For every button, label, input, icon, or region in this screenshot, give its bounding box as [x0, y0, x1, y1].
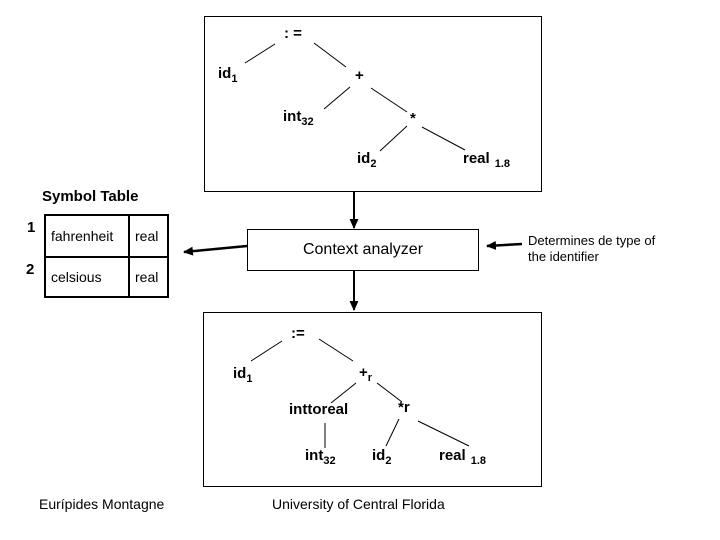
tree-node-id2: id2: [372, 447, 392, 468]
symbol-table-cell-type-1: real: [130, 216, 167, 258]
tree-edge: [417, 420, 470, 447]
footer-author: Eurípides Montagne: [39, 496, 165, 512]
tree-node-plus-r: +r: [359, 364, 373, 385]
tree-node-inttoreal: inttoreal: [289, 402, 348, 419]
tree-node-assign: :=: [291, 326, 305, 343]
symbol-table-row1-index: 1: [27, 219, 36, 236]
symbol-table-cell-name-1: fahrenheit: [46, 216, 130, 258]
node-main: real: [463, 150, 490, 167]
footer-institution: University of Central Florida: [272, 496, 445, 512]
annotation-line1: Determines de type of: [528, 233, 656, 248]
node-sub: r: [367, 372, 373, 384]
node-sub: 1.8: [494, 158, 510, 170]
tree-node-id2: id2: [357, 150, 377, 171]
symbol-table-cell-type-2: real: [135, 269, 159, 285]
symbol-table-row2-index: 2: [26, 261, 35, 278]
node-main: int: [305, 447, 324, 464]
node-main: id: [218, 65, 232, 82]
arrow-annotation-to-analyzer: [486, 240, 523, 250]
node-sub: 2: [385, 455, 392, 467]
node-main: id: [372, 447, 386, 464]
tree-edge: [244, 43, 276, 64]
node-main: id: [233, 365, 247, 382]
upper-tree-edges: [244, 42, 466, 152]
node-sub: 1.8: [470, 455, 486, 467]
tree-edge: [330, 382, 357, 404]
tree-edge: [421, 126, 466, 151]
node-main: +: [355, 67, 364, 84]
tree-edge: [385, 418, 400, 447]
symbol-table-title: Symbol Table: [42, 188, 139, 205]
node-main: *r: [398, 399, 410, 416]
node-sub: 1: [246, 373, 253, 385]
context-analyzer-box: Context analyzer: [247, 229, 479, 271]
tree-node-int32: int32: [283, 108, 314, 129]
tree-node-id1: id1: [233, 365, 253, 386]
tree-node-star: *: [410, 111, 416, 128]
symbol-table-cell-name-2: celsious: [46, 258, 130, 296]
node-main: inttoreal: [289, 401, 349, 418]
tree-node-plus: +: [355, 68, 364, 85]
symbol-table: fahrenheit real celsious real: [44, 214, 169, 298]
tree-node-star-r: *r: [398, 400, 410, 417]
annotation-text: Determines de type of the identifier: [528, 233, 655, 265]
arrow-analyzer-to-symbol-table: [183, 244, 248, 256]
node-sub: 1: [231, 73, 238, 85]
node-sub: 32: [301, 116, 314, 128]
tree-node-assign: : =: [284, 26, 302, 43]
node-main: real: [439, 447, 466, 464]
tree-node-int32: int32: [305, 447, 336, 468]
tree-edge: [370, 87, 408, 113]
context-analyzer-label: Context analyzer: [302, 241, 424, 258]
tree-edge: [250, 340, 283, 362]
tree-node-real18: real 1.8: [439, 447, 486, 468]
tree-edge: [379, 125, 408, 152]
node-main: +: [359, 364, 368, 381]
tree-edge: [323, 86, 351, 110]
tree-node-real18: real 1.8: [463, 150, 510, 171]
node-main: id: [357, 150, 371, 167]
annotation-line2: the identifier: [528, 249, 599, 264]
node-main: *: [410, 110, 416, 127]
tree-edge: [318, 338, 354, 362]
node-main: : =: [284, 25, 302, 42]
node-sub: 2: [370, 158, 377, 170]
node-main: int: [283, 108, 302, 125]
tree-edge: [376, 382, 403, 403]
node-sub: 32: [323, 455, 336, 467]
tree-edge: [313, 42, 347, 68]
tree-node-id1: id1: [218, 65, 238, 86]
node-main: :=: [291, 325, 305, 342]
lower-tree-edges: [250, 338, 470, 448]
